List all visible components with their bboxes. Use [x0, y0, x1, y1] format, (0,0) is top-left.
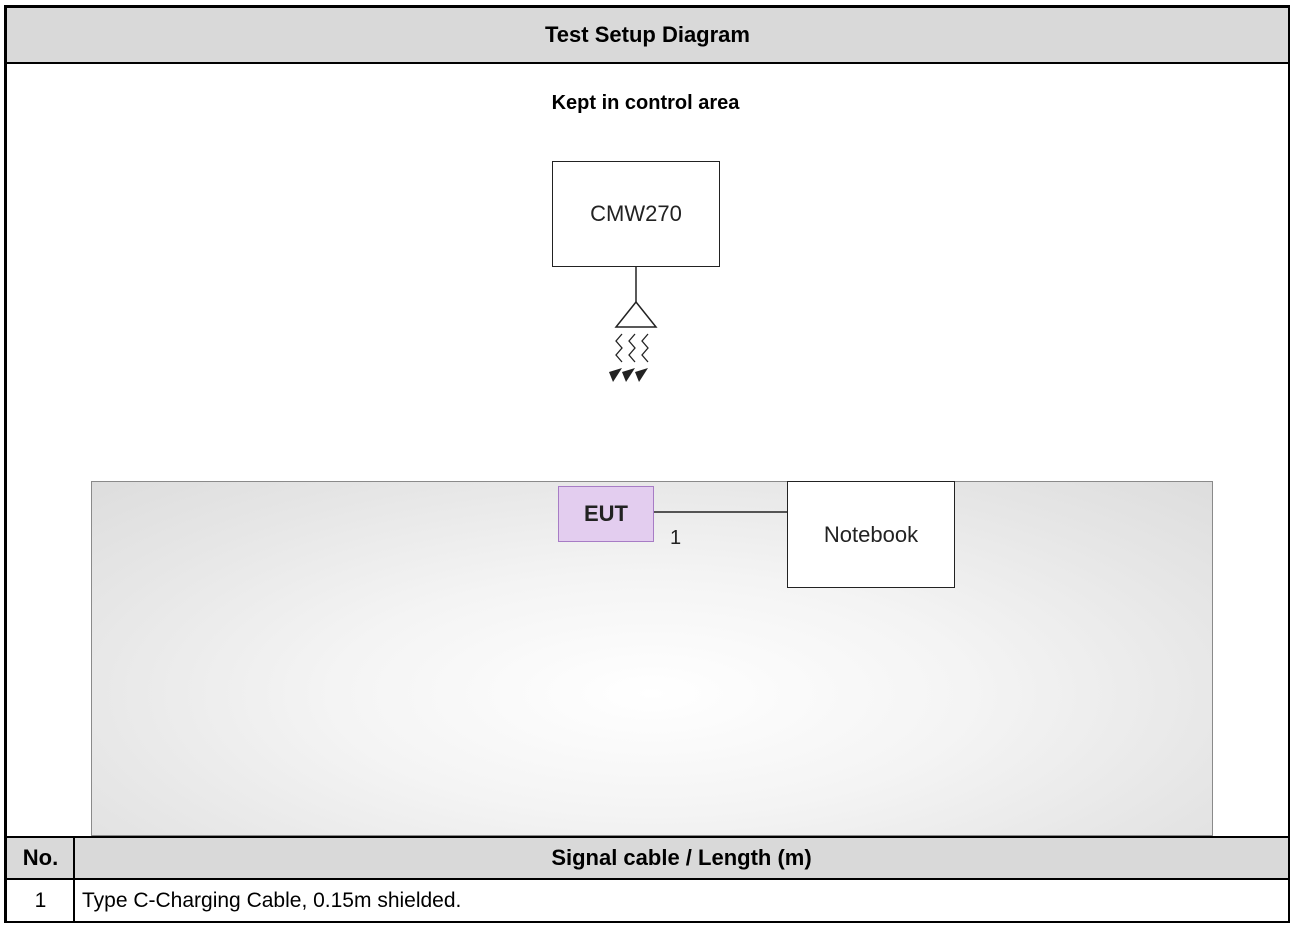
diagram-title: Test Setup Diagram — [7, 8, 1288, 62]
table-header-no: No. — [7, 838, 74, 878]
table-cell-description: Type C-Charging Cable, 0.15m shielded. — [82, 889, 462, 912]
table-cell-no: 1 — [34, 889, 47, 912]
table-bottom-line — [4, 921, 1290, 923]
cable-number-label: 1 — [670, 527, 682, 549]
notebook-box: Notebook — [787, 481, 955, 588]
cmw270-label: CMW270 — [590, 201, 682, 226]
header-divider — [4, 62, 1290, 64]
wireless-signal-icon — [615, 333, 649, 363]
border-left — [4, 5, 7, 923]
eut-box: EUT — [558, 486, 654, 542]
control-area-label: Kept in control area — [551, 92, 740, 114]
border-top — [4, 5, 1290, 8]
table-header-cable: Signal cable / Length (m) — [75, 838, 1288, 878]
table-header-line — [4, 878, 1290, 880]
border-right — [1288, 5, 1290, 923]
notebook-label: Notebook — [823, 521, 919, 547]
table-top-line — [4, 836, 1290, 838]
eut-label: EUT — [584, 501, 628, 526]
cmw270-box: CMW270 — [552, 161, 720, 267]
table-column-divider — [73, 836, 75, 923]
